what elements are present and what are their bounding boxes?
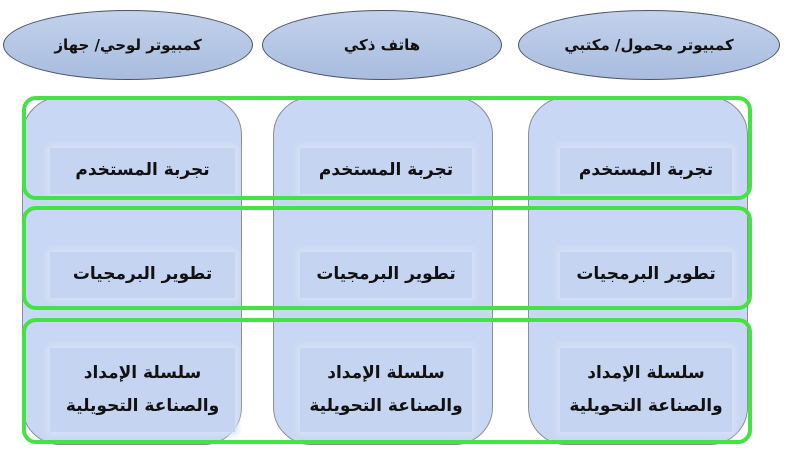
cell-label: تطوير البرمجيات xyxy=(72,264,213,285)
cell-label: تجربة المستخدم xyxy=(75,160,210,181)
device-label-phone: هاتف ذكي xyxy=(343,36,421,54)
cell-user-experience-laptop: تجربة المستخدم xyxy=(560,148,732,194)
cell-supply-chain-phone: سلسلة الإمداد والصناعة التحويلية xyxy=(300,348,472,432)
device-ellipse-tablet: كمبيوتر لوحي/ جهاز xyxy=(3,10,253,80)
cell-label-line1: سلسلة الإمداد xyxy=(83,362,202,383)
cell-user-experience-phone: تجربة المستخدم xyxy=(300,148,472,194)
device-label-tablet: كمبيوتر لوحي/ جهاز xyxy=(54,36,202,54)
device-label-laptop: كمبيوتر محمول/ مكتبي xyxy=(564,36,734,54)
cell-label-line2: والصناعة التحويلية xyxy=(569,396,723,416)
cell-label-line1: سلسلة الإمداد xyxy=(587,362,705,383)
cell-supply-chain-laptop: سلسلة الإمداد والصناعة التحويلية xyxy=(560,348,732,432)
cell-software-development-laptop: تطوير البرمجيات xyxy=(560,252,732,298)
cell-software-development-tablet: تطوير البرمجيات xyxy=(50,252,235,298)
cell-label-line2: والصناعة التحويلية xyxy=(65,396,220,416)
cell-label: تجربة المستخدم xyxy=(318,160,454,181)
cell-supply-chain-tablet: سلسلة الإمداد والصناعة التحويلية xyxy=(50,348,235,432)
device-ellipse-phone: هاتف ذكي xyxy=(262,10,502,80)
cell-software-development-phone: تطوير البرمجيات xyxy=(300,252,472,298)
cell-label: تطوير البرمجيات xyxy=(316,264,456,285)
device-ellipse-laptop: كمبيوتر محمول/ مكتبي xyxy=(518,10,780,80)
cell-label: سلسلة الإمداد والصناعة التحويلية xyxy=(569,357,722,423)
cell-label: سلسلة الإمداد والصناعة التحويلية xyxy=(309,357,462,423)
cell-user-experience-tablet: تجربة المستخدم xyxy=(50,148,235,194)
cell-label-line1: سلسلة الإمداد xyxy=(327,362,445,383)
cell-label: تطوير البرمجيات xyxy=(576,264,716,285)
layer-band-supply-chain xyxy=(22,318,752,444)
cell-label: سلسلة الإمداد والصناعة التحويلية xyxy=(66,357,219,423)
layer-band-software-development xyxy=(22,206,752,310)
cell-label: تجربة المستخدم xyxy=(578,160,714,181)
cell-label-line2: والصناعة التحويلية xyxy=(309,396,463,416)
layer-band-user-experience xyxy=(22,96,752,200)
